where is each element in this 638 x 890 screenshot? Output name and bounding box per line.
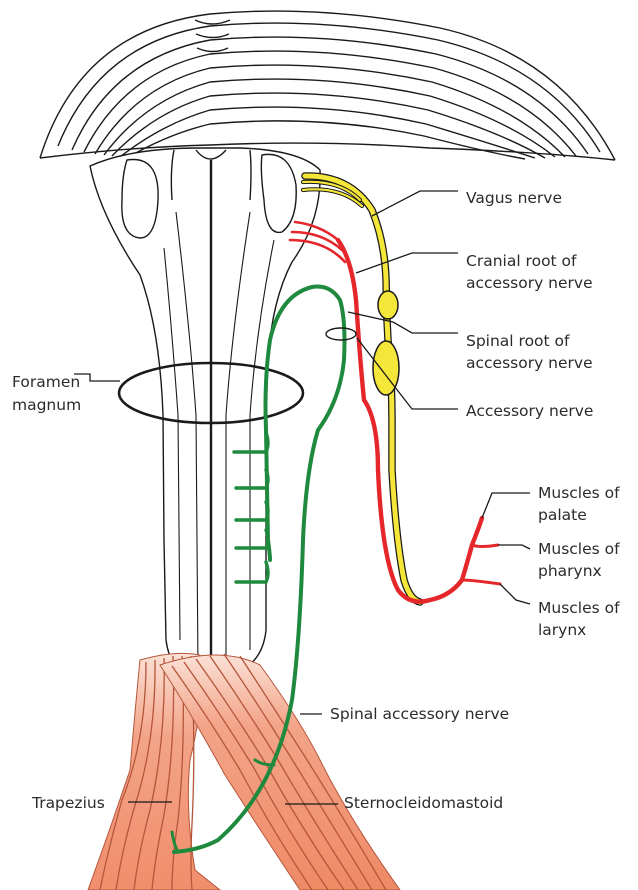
label-spinal-root-line2: accessory nerve <box>466 354 593 372</box>
label-larynx-line1: Muscles of <box>538 599 620 617</box>
label-palate-line1: Muscles of <box>538 484 620 502</box>
label-sternocleidomastoid: Sternocleidomastoid <box>344 794 503 812</box>
label-trapezius: Trapezius <box>31 794 105 812</box>
label-foramen-line1: Foramen <box>12 373 80 391</box>
label-cranial-root-line2: accessory nerve <box>466 274 593 292</box>
label-accessory-nerve: Accessory nerve <box>466 402 593 420</box>
label-vagus-nerve: Vagus nerve <box>466 189 562 207</box>
sternocleidomastoid-muscle <box>160 654 400 890</box>
spinal-root-marker <box>326 328 356 340</box>
label-pharynx-line1: Muscles of <box>538 540 620 558</box>
labels: Vagus nerve Cranial root of accessory ne… <box>12 189 620 812</box>
label-foramen-line2: magnum <box>12 396 81 414</box>
cerebellum-shape <box>40 11 615 160</box>
label-cranial-root-line1: Cranial root of <box>466 252 577 270</box>
label-spinal-root-line1: Spinal root of <box>466 332 570 350</box>
label-pharynx-line2: pharynx <box>538 562 602 580</box>
label-larynx-line2: larynx <box>538 621 586 639</box>
brainstem-shape <box>90 148 320 677</box>
label-palate-line2: palate <box>538 506 587 524</box>
label-spinal-accessory-nerve: Spinal accessory nerve <box>330 705 509 723</box>
